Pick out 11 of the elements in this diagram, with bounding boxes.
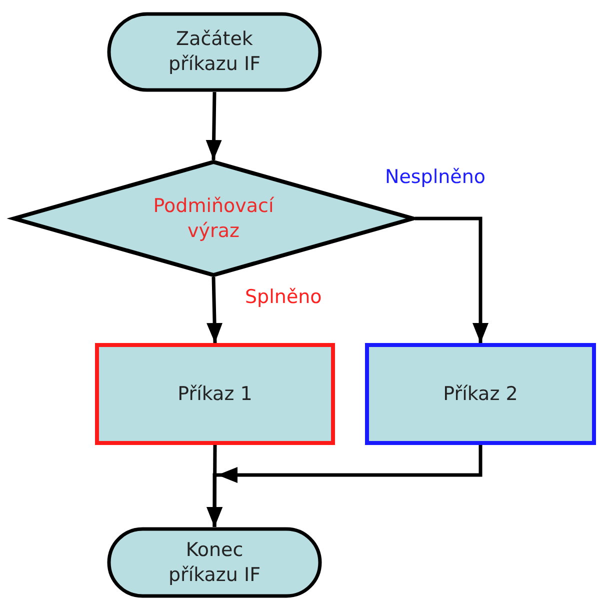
arrow — [415, 216, 488, 343]
node-label: Příkaz 1 — [178, 382, 252, 406]
arrow — [206, 445, 482, 527]
node-label: Příkaz 2 — [443, 382, 518, 406]
node-label: Podmiňovací výraz — [152, 194, 276, 244]
node-label: Začátek příkazu IF — [167, 27, 262, 77]
edge-label: Splněno — [245, 286, 322, 308]
edge-label: Nesplněno — [385, 166, 486, 188]
arrow — [206, 92, 222, 160]
arrow — [206, 276, 223, 344]
node-label: Konec příkazu IF — [167, 538, 262, 588]
